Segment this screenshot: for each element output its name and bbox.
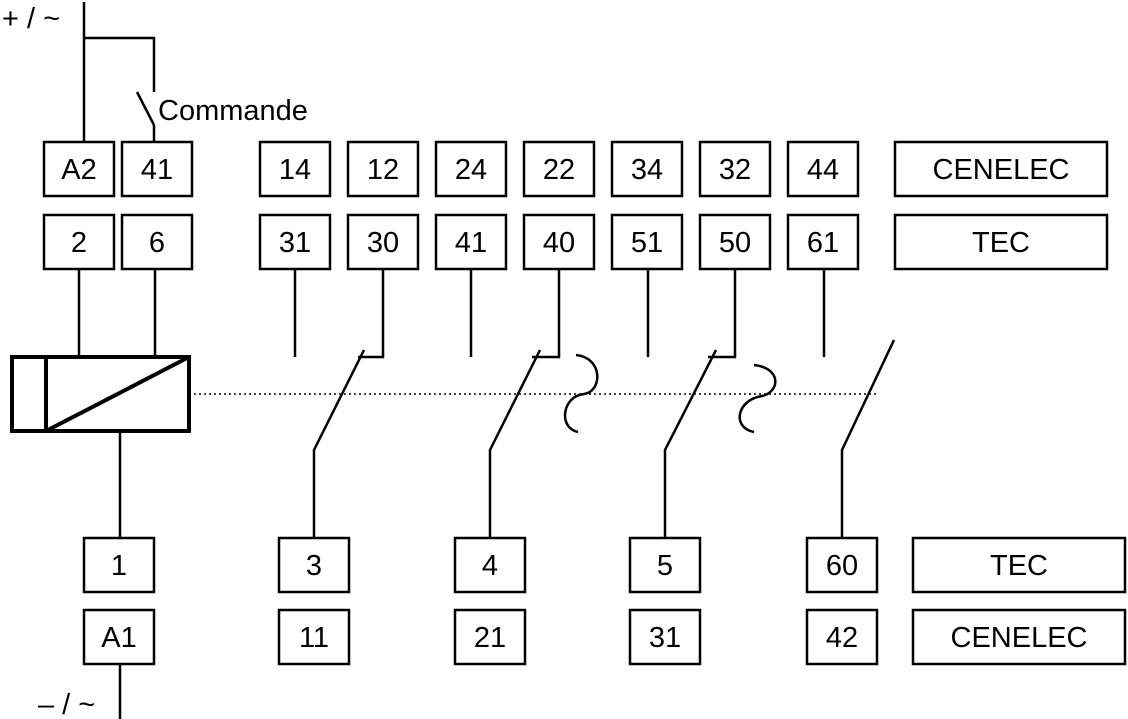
coil-terminal-6-box xyxy=(120,213,194,271)
contact-blade xyxy=(488,349,542,540)
coil-terminal-a2: A2 xyxy=(61,154,96,186)
command-switch-blade xyxy=(135,91,156,126)
contact-blade xyxy=(663,349,718,540)
coil-terminal-a1: A1 xyxy=(101,622,136,654)
terminal-tec-common: 4 xyxy=(482,550,498,582)
terminal-cenelec-no: 14 xyxy=(279,154,311,186)
terminal-tec-common: 5 xyxy=(657,550,673,582)
terminal-box xyxy=(258,140,332,198)
terminal-tec-nc: 50 xyxy=(719,227,751,259)
contact-group-1: 14 12 31 30 3 11 xyxy=(258,140,420,666)
terminal-cenelec-nc: 32 xyxy=(719,154,751,186)
legend-bottom-tec-box xyxy=(911,536,1127,594)
coil-terminal-6: 6 xyxy=(149,227,165,259)
terminal-cenelec-common: 31 xyxy=(649,622,681,654)
terminal-box xyxy=(628,536,702,594)
legend-bottom-cenelec: CENELEC xyxy=(951,622,1088,654)
terminal-tec-common: 60 xyxy=(826,550,858,582)
coil-terminal-41-box xyxy=(120,140,194,198)
terminal-box xyxy=(346,213,420,271)
relay-coil xyxy=(10,355,191,433)
terminal-tec-nc: 30 xyxy=(367,227,399,259)
coil-terminal-1: 1 xyxy=(111,550,127,582)
terminal-box xyxy=(786,140,860,198)
terminal-box xyxy=(522,140,596,198)
terminal-tec-no: 31 xyxy=(279,227,311,259)
terminal-box xyxy=(805,536,879,594)
nc-wire xyxy=(532,269,561,359)
terminal-box xyxy=(610,213,684,271)
relay-coil-diagonal xyxy=(45,355,190,433)
legend-top-tec-box xyxy=(893,213,1109,271)
terminal-cenelec-no: 34 xyxy=(631,154,663,186)
legend-top-cenelec: CENELEC xyxy=(933,154,1070,186)
coil-terminal-a1-box xyxy=(82,608,156,666)
terminal-box xyxy=(434,213,508,271)
terminal-cenelec-common: 11 xyxy=(299,622,329,654)
contact-blade xyxy=(312,349,366,540)
terminal-box xyxy=(277,536,351,594)
terminal-box xyxy=(610,140,684,198)
continuation-symbol-1 xyxy=(563,353,599,434)
terminal-box xyxy=(805,608,879,666)
command-wire xyxy=(84,36,156,92)
contact-blade xyxy=(840,339,896,540)
command-label: Commande xyxy=(158,95,308,127)
terminal-box xyxy=(346,140,420,198)
terminal-box xyxy=(698,140,772,198)
terminal-box xyxy=(434,140,508,198)
terminal-cenelec-common: 42 xyxy=(826,622,858,654)
terminal-tec-no: 61 xyxy=(807,227,839,259)
terminal-box xyxy=(522,213,596,271)
legend-top-tec: TEC xyxy=(972,227,1030,259)
coil-terminal-2: 2 xyxy=(71,227,87,259)
continuation-symbol-2 xyxy=(738,363,777,434)
coil-terminal-41: 41 xyxy=(141,154,173,186)
terminal-cenelec-common: 21 xyxy=(474,622,506,654)
legend-top-cenelec-box xyxy=(893,140,1109,198)
coil-terminal-a2-box xyxy=(42,140,116,198)
coil-terminal-2-box xyxy=(42,213,116,271)
terminal-cenelec-nc: 12 xyxy=(367,154,399,186)
terminal-tec-nc: 40 xyxy=(543,227,575,259)
supply-negative-label: – / ~ xyxy=(38,689,95,719)
legend-bottom-tec: TEC xyxy=(990,550,1048,582)
terminal-box xyxy=(453,536,527,594)
supply-positive-label: + / ~ xyxy=(2,3,60,35)
nc-wire xyxy=(708,269,737,359)
terminal-tec-no: 51 xyxy=(631,227,663,259)
terminal-cenelec-nc: 22 xyxy=(543,154,575,186)
terminal-tec-no: 41 xyxy=(455,227,487,259)
terminal-cenelec-no: 24 xyxy=(455,154,487,186)
terminal-tec-common: 3 xyxy=(306,550,322,582)
coil-terminal-1-box xyxy=(82,536,156,594)
contact-group-3: 34 32 51 50 5 31 xyxy=(610,140,772,666)
contact-group-4: 44 61 60 42 xyxy=(786,140,896,666)
terminal-box xyxy=(277,608,351,666)
terminal-box xyxy=(628,608,702,666)
contact-group-2: 24 22 41 40 4 21 xyxy=(434,140,596,666)
terminal-box xyxy=(453,608,527,666)
terminal-cenelec-no: 44 xyxy=(807,154,839,186)
legend-bottom-cenelec-box xyxy=(911,608,1127,666)
nc-wire xyxy=(358,269,385,359)
